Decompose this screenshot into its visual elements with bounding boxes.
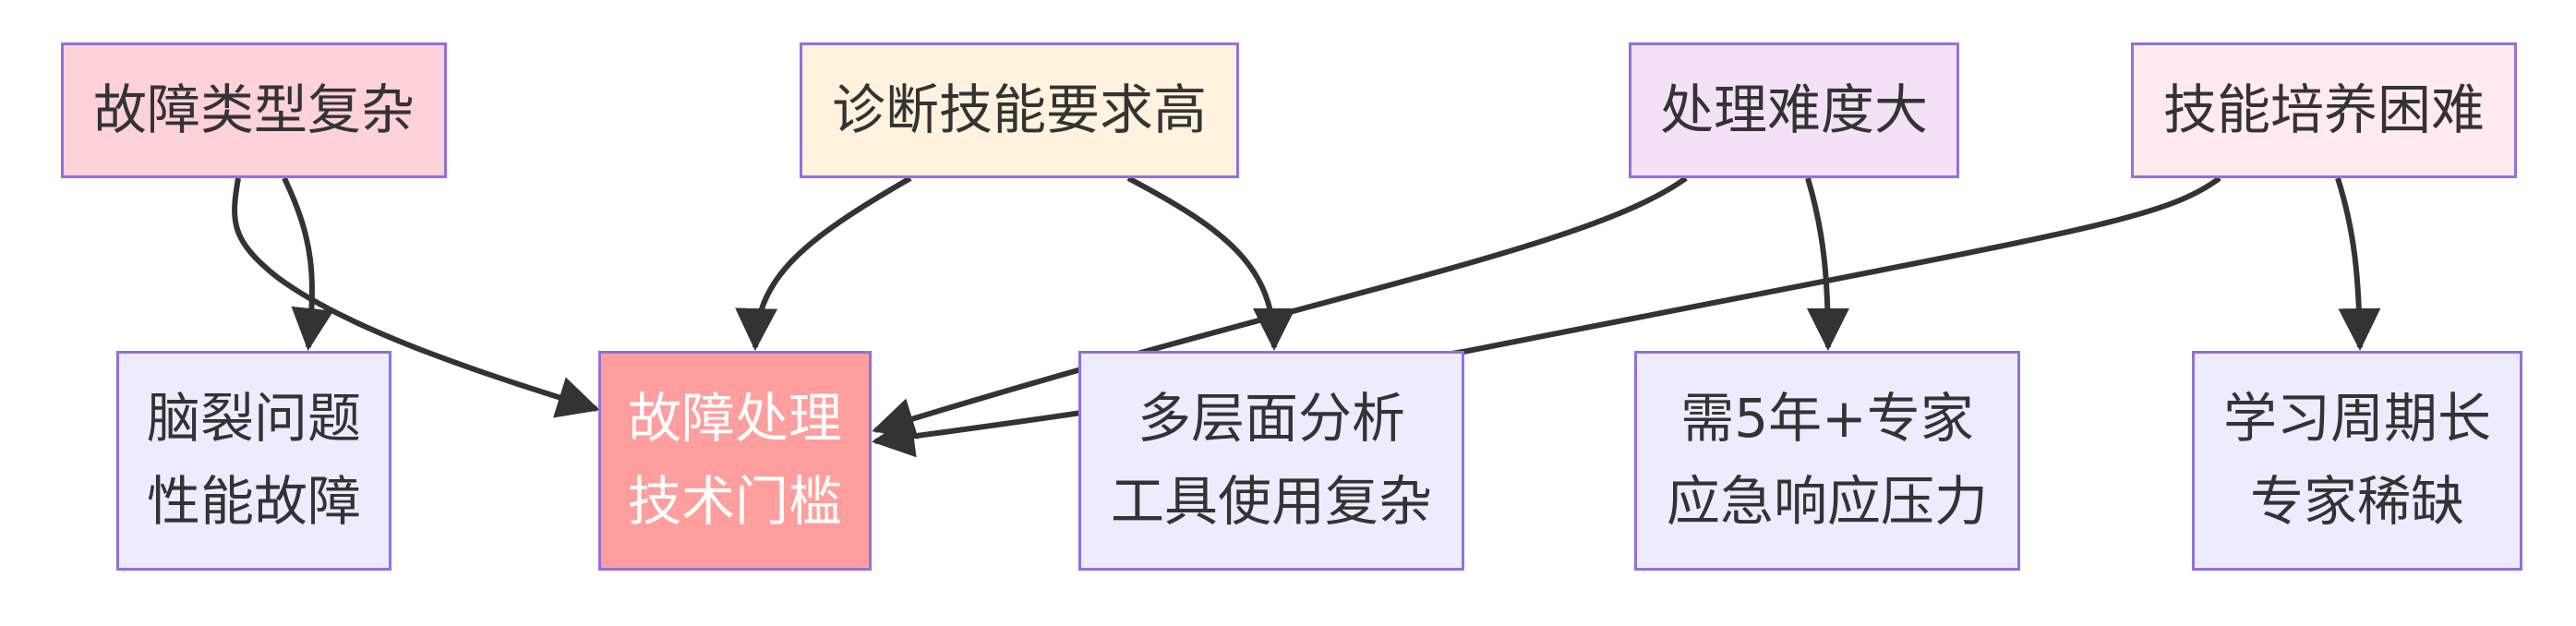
node-handling-difficulty: 处理难度大 [1629, 42, 1959, 178]
edge-handle-to-expert [1805, 177, 1849, 351]
node-label-line1: 多层面分析 [1137, 387, 1405, 451]
node-fault-type-complex: 故障类型复杂 [61, 42, 447, 178]
node-label-line1: 脑裂问题 [146, 387, 361, 451]
node-expert-requirement: 需5年+专家 应急响应压力 [1634, 351, 2020, 571]
node-skill-training-hard: 技能培养困难 [2131, 42, 2517, 178]
node-label-line1: 需5年+专家 [1680, 387, 1974, 451]
node-label: 故障类型复杂 [92, 78, 415, 141]
node-fault-handling-threshold: 故障处理 技术门槛 [598, 351, 872, 571]
edge-type-to-brain [282, 176, 334, 351]
node-brain-split-performance: 脑裂问题 性能故障 [116, 351, 391, 571]
node-learning-cycle: 学习周期长 专家稀缺 [2192, 351, 2522, 571]
node-label: 技能培养困难 [2162, 78, 2485, 141]
node-label-line1: 学习周期长 [2222, 387, 2491, 451]
edge-diag-to-threshold [735, 175, 912, 351]
node-label-line2: 性能故障 [146, 470, 361, 533]
node-multi-layer-analysis: 多层面分析 工具使用复杂 [1078, 351, 1464, 571]
node-label-line2: 专家稀缺 [2249, 470, 2464, 533]
node-label-line1: 故障处理 [627, 387, 842, 451]
node-label-line2: 工具使用复杂 [1110, 470, 1432, 533]
node-diagnosis-skill-high: 诊断技能要求高 [800, 42, 1239, 178]
edge-type-to-threshold [232, 177, 600, 418]
edge-skill-to-learn [2335, 177, 2381, 351]
node-label-line2: 技术门槛 [627, 470, 842, 533]
edge-skill-to-threshold [872, 175, 2221, 458]
edge-handle-to-threshold [872, 175, 1688, 439]
node-label: 处理难度大 [1659, 78, 1928, 141]
node-label-line2: 应急响应压力 [1666, 470, 1988, 533]
node-label: 诊断技能要求高 [831, 78, 1207, 141]
